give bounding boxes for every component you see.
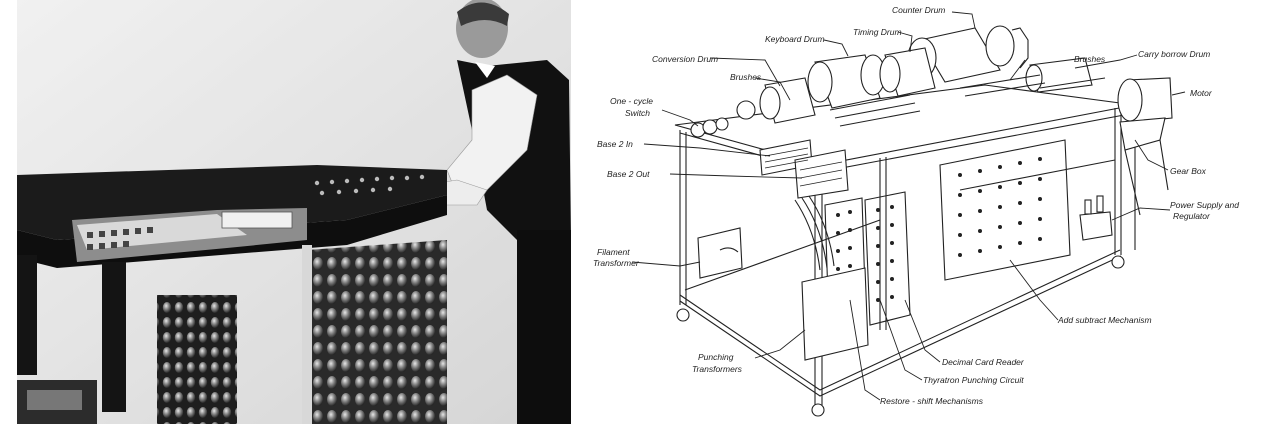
cable-bundle — [794, 195, 835, 271]
filament-transformer — [697, 227, 743, 279]
machine-photograph — [17, 0, 571, 424]
label-gear-box: Gear Box — [1170, 166, 1207, 176]
timing-drum — [879, 47, 936, 97]
label-add-subtract: Add subtract Mechanism — [1057, 315, 1152, 325]
label-punching-transformers-1: Punching — [698, 352, 734, 362]
label-power-supply-1: Power Supply and — [1170, 200, 1239, 210]
label-brushes-right: Brushes — [1074, 54, 1106, 64]
label-one-cycle-switch-1: One - cycle — [610, 96, 653, 106]
motor — [1117, 77, 1173, 123]
label-base2-out: Base 2 Out — [607, 169, 650, 179]
machine-body — [17, 165, 447, 412]
label-decimal-card-reader: Decimal Card Reader — [942, 357, 1025, 367]
keyboard-drum — [807, 54, 886, 109]
conversion-drum — [759, 77, 816, 124]
label-brushes-left: Brushes — [730, 72, 762, 82]
label-counter-drum: Counter Drum — [892, 5, 945, 15]
label-one-cycle-switch-2: Switch — [625, 108, 650, 118]
label-keyboard-drum: Keyboard Drum — [765, 34, 825, 44]
label-timing-drum: Timing Drum — [853, 27, 902, 37]
one-cycle-switch — [690, 100, 756, 138]
base2-panels — [759, 139, 849, 199]
label-motor: Motor — [1190, 88, 1213, 98]
gear-box — [1119, 117, 1169, 216]
add-subtract-rack — [939, 139, 1071, 281]
label-power-supply-2: Regulator — [1173, 211, 1211, 221]
label-carry-borrow-drum: Carry borrow Drum — [1138, 49, 1210, 59]
label-thyratron-punching-circuit: Thyratron Punching Circuit — [923, 375, 1024, 385]
tube-rack-left — [157, 295, 237, 424]
leader-lines — [631, 11, 1186, 401]
diagram-labels: Counter Drum Keyboard Drum Timing Drum C… — [593, 5, 1239, 406]
punching-transformers — [801, 267, 869, 361]
label-filament-transformer-1: Filament — [597, 247, 630, 257]
label-restore-shift: Restore - shift Mechanisms — [880, 396, 984, 406]
brush-assemblies — [829, 74, 1106, 127]
label-punching-transformers-2: Transformers — [692, 364, 743, 374]
tube-rack-right — [307, 240, 447, 424]
machine-diagram: Counter Drum Keyboard Drum Timing Drum C… — [593, 5, 1239, 417]
power-supply — [1079, 195, 1113, 241]
label-conversion-drum: Conversion Drum — [652, 54, 718, 64]
carry-borrow-drum — [1025, 57, 1093, 93]
label-base2-in: Base 2 In — [597, 139, 633, 149]
label-filament-transformer-2: Transformer — [593, 258, 640, 268]
